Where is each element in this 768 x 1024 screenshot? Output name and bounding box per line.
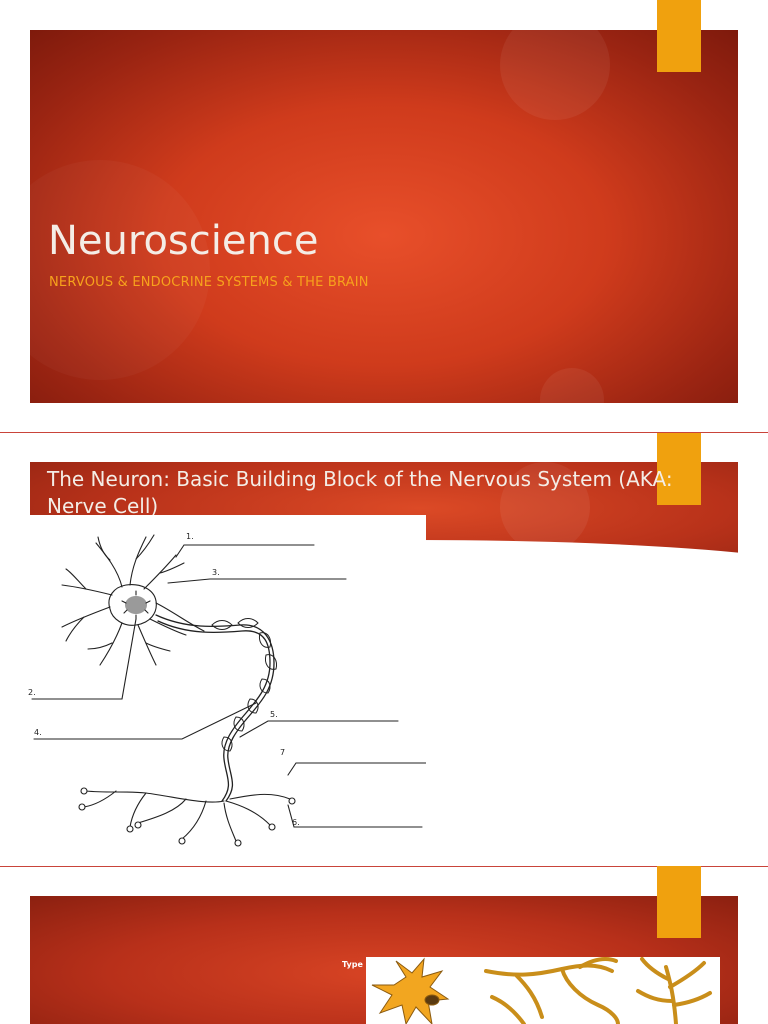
title-slide[interactable] xyxy=(30,30,738,403)
slide-text-fragment: Type xyxy=(342,960,363,969)
slide-divider xyxy=(0,432,768,433)
accent-tab xyxy=(657,433,701,505)
diagram-label: 3. xyxy=(212,568,220,577)
neuron-diagram-image: 1. 2. 3. 4. 5. 6. 7 xyxy=(26,515,437,855)
slide-title: The Neuron: Basic Building Block of the … xyxy=(47,467,673,518)
diagram-label: 4. xyxy=(34,728,42,737)
diagram-label: 7 xyxy=(280,748,285,757)
accent-tab xyxy=(657,0,701,72)
diagram-label: 6. xyxy=(292,818,300,827)
diagram-label: 5. xyxy=(270,710,278,719)
diagram-label: 2. xyxy=(28,688,36,697)
decorative-bubble xyxy=(540,368,604,403)
decorative-bubble xyxy=(500,30,610,120)
neuron-illustration xyxy=(371,957,712,1024)
slide-subtitle: NERVOUS & ENDOCRINE SYSTEMS & THE BRAIN xyxy=(49,275,369,290)
neuron-diagram: 1. 2. 3. 4. 5. 6. 7 xyxy=(28,532,437,847)
slide-title: Neuroscience xyxy=(48,218,319,264)
decorative-bubble xyxy=(500,462,590,552)
accent-tab xyxy=(657,866,701,938)
decorative-bubble xyxy=(30,160,210,380)
neuron-types-image xyxy=(366,957,720,1024)
slide-divider xyxy=(0,866,768,867)
diagram-label: 1. xyxy=(186,532,194,541)
